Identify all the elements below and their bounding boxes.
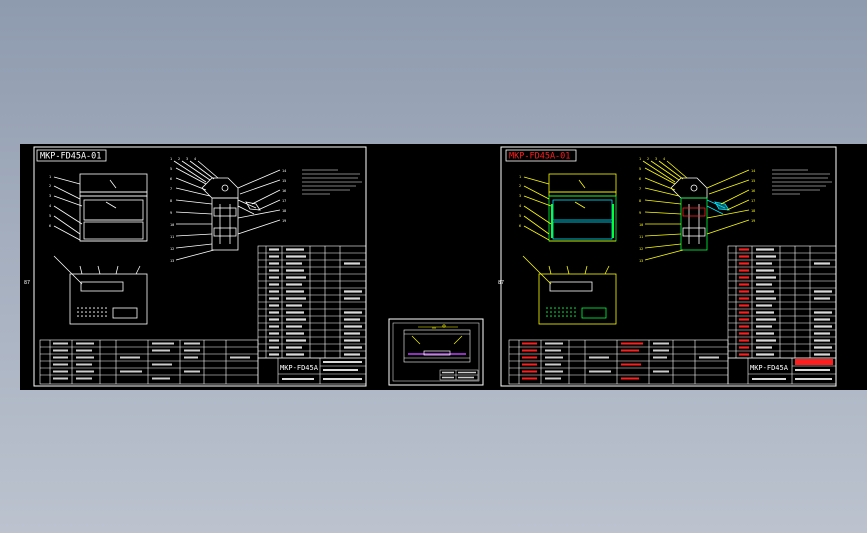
svg-text:11: 11 — [639, 235, 643, 239]
svg-text:3: 3 — [655, 157, 657, 161]
svg-text:15: 15 — [751, 179, 755, 183]
svg-text:6: 6 — [49, 224, 51, 228]
parts-list-table — [257, 245, 367, 359]
title-block-highlight — [795, 359, 833, 365]
svg-text:9: 9 — [170, 211, 172, 215]
svg-text:4: 4 — [663, 157, 665, 161]
plan-view-perforations — [77, 307, 107, 317]
svg-text:12: 12 — [639, 247, 643, 251]
svg-text:13: 13 — [170, 259, 174, 263]
parts-list-table-right — [727, 245, 837, 359]
front-view-balloons-right: 1 2 3 4 5 6 — [519, 175, 521, 228]
front-view — [53, 173, 148, 242]
revision-block-entries — [53, 342, 250, 380]
svg-text:6: 6 — [639, 177, 641, 181]
plan-view-perforations-right — [546, 307, 576, 317]
title-block-entries-right — [752, 369, 832, 380]
title-block — [257, 357, 367, 385]
middle-title-entries — [442, 371, 476, 379]
svg-text:16: 16 — [282, 189, 286, 193]
sheet-side-mark-right: 87 — [498, 280, 504, 286]
sheet-frame-label: MKP-FD45A-01 — [40, 152, 101, 162]
svg-text:8: 8 — [639, 199, 641, 203]
svg-text:4: 4 — [49, 204, 51, 208]
svg-text:13: 13 — [639, 259, 643, 263]
svg-text:4: 4 — [519, 204, 521, 208]
svg-text:9: 9 — [639, 211, 641, 215]
svg-text:14: 14 — [282, 169, 286, 173]
plan-view-highlighted — [522, 255, 617, 325]
revision-block — [39, 339, 259, 385]
svg-text:18: 18 — [751, 209, 755, 213]
model-number-label: MKP-FD45A — [280, 364, 319, 372]
middle-title-block — [439, 369, 479, 381]
svg-text:6: 6 — [170, 177, 172, 181]
front-view-highlighted — [523, 173, 617, 242]
technical-notes-block — [302, 169, 362, 195]
svg-text:17: 17 — [751, 199, 755, 203]
svg-text:2: 2 — [519, 184, 521, 188]
svg-text:15: 15 — [282, 179, 286, 183]
title-block-right — [727, 357, 837, 385]
svg-text:1: 1 — [49, 175, 51, 179]
middle-part-annotations — [411, 324, 463, 345]
svg-text:19: 19 — [282, 219, 286, 223]
side-view-highlighted — [642, 160, 750, 261]
left-drawing-sheet[interactable]: MKP-FD45A-01 87 123 456 — [24, 146, 367, 387]
middle-part-slot — [423, 350, 451, 356]
sheet-frame-label-highlighted: MKP-FD45A-01 — [509, 152, 570, 162]
middle-drawing-sheet[interactable] — [388, 318, 484, 386]
side-view — [173, 160, 281, 261]
svg-text:1: 1 — [170, 157, 172, 161]
svg-text:5: 5 — [639, 167, 641, 171]
svg-text:2: 2 — [647, 157, 649, 161]
front-view-balloons: 1 2 3 4 5 6 — [49, 175, 51, 228]
svg-text:19: 19 — [751, 219, 755, 223]
plan-view — [53, 255, 148, 325]
svg-text:8: 8 — [170, 199, 172, 203]
revision-block-entries-right — [522, 342, 719, 380]
technical-notes-block-right — [772, 169, 832, 195]
model-number-label-right: MKP-FD45A — [750, 364, 789, 372]
svg-text:4: 4 — [194, 157, 196, 161]
svg-text:1: 1 — [519, 175, 521, 179]
svg-text:5: 5 — [170, 167, 172, 171]
svg-text:17: 17 — [282, 199, 286, 203]
parts-list-entries-right — [739, 248, 832, 356]
svg-text:2: 2 — [178, 157, 180, 161]
svg-text:1: 1 — [639, 157, 641, 161]
svg-text:7: 7 — [639, 187, 641, 191]
title-block-entries — [282, 361, 362, 380]
sheet-side-mark: 87 — [24, 280, 30, 286]
svg-text:10: 10 — [170, 223, 174, 227]
svg-text:10: 10 — [639, 223, 643, 227]
svg-text:5: 5 — [49, 214, 51, 218]
svg-text:3: 3 — [519, 194, 521, 198]
parts-list-entries — [269, 248, 362, 356]
svg-text:16: 16 — [751, 189, 755, 193]
svg-text:5: 5 — [519, 214, 521, 218]
svg-text:7: 7 — [170, 187, 172, 191]
svg-text:3: 3 — [49, 194, 51, 198]
revision-block-right — [508, 339, 729, 385]
svg-text:3: 3 — [186, 157, 188, 161]
svg-text:11: 11 — [170, 235, 174, 239]
right-drawing-sheet[interactable]: MKP-FD45A-01 87 123 4 — [498, 146, 837, 387]
svg-text:2: 2 — [49, 184, 51, 188]
svg-text:6: 6 — [519, 224, 521, 228]
svg-text:14: 14 — [751, 169, 755, 173]
middle-part-outline — [403, 329, 471, 363]
svg-text:18: 18 — [282, 209, 286, 213]
svg-text:12: 12 — [170, 247, 174, 251]
